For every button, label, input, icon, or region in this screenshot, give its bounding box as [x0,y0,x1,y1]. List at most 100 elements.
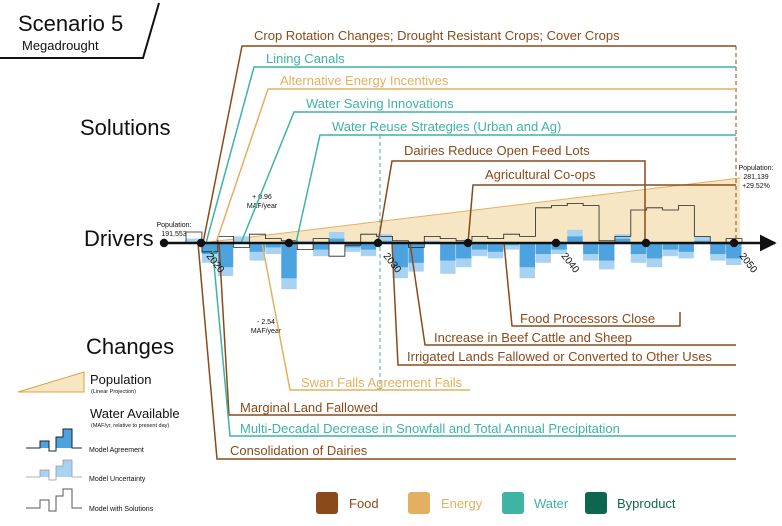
connector-lines [197,45,737,460]
consolidation-connector [197,242,736,460]
lining-canals-connector [205,66,736,244]
food-processors-connector [503,242,681,327]
population-legend-label: Population [90,372,151,387]
population-end-label: Population: [738,165,773,172]
population-start-label: Population: [156,222,191,229]
timeline-node [551,238,561,248]
low-loss-value: - 2.54 [257,319,275,326]
agreement-bar [710,243,726,254]
water-model-solutions-line [185,203,743,257]
energy-legend-label: Energy [441,496,483,511]
year-tick-label: 2040 [559,251,582,276]
water-legend-note: (MAF/yr, relative to present day) [91,423,169,429]
population-start-note: Population: 191,553 [156,222,191,238]
food-legend-label: Food [349,496,379,511]
swan-falls-connector [261,242,470,391]
uncertainty-bar [694,236,710,243]
agreement-bar [440,243,456,261]
change-label: Consolidation of Dairies [230,443,368,458]
solution-labels: Crop Rotation Changes; Drought Resistant… [254,28,620,182]
agreement-bar [646,243,663,259]
agreement-bar [328,238,345,243]
agreement-bar [535,243,551,254]
agreement-bar [726,243,742,259]
change-label: Multi-Decadal Decrease in Snowfall and T… [240,421,620,436]
beef-cattle-connector [409,242,736,346]
water-saving-connector [240,111,736,244]
low-loss-unit: MAF/year [251,328,282,335]
irrigated-lands-connector [391,242,736,366]
agreement-bar [471,243,488,250]
population-legend-note: (Linear Projection) [91,389,136,395]
water-legend-label: Water Available [90,406,180,421]
uncertainty-bar [265,243,281,254]
agreement-bar [662,243,678,250]
change-label: Food Processors Close [520,311,655,326]
agreement-bar [313,243,329,250]
population-legend-swatch [17,371,85,393]
crop-rotation-connector [202,45,736,244]
water-model-agreement-bars [201,236,742,279]
agreement-bar [519,243,535,268]
agreement-bar [392,243,408,268]
scenario-subtitle: Megadrought [22,38,99,53]
timeline-node [196,238,206,248]
agreement-bar [567,236,583,243]
model-solutions-label: Model with Solutions [89,506,154,513]
changes-heading: Changes [86,334,174,359]
marginal-land-connector [218,242,736,416]
agreement-bar [360,243,377,250]
solution-label: Crop Rotation Changes; Drought Resistant… [254,28,620,43]
byproduct-swatch [585,492,607,514]
solution-label: Water Reuse Strategies (Urban and Ag) [332,119,561,134]
agreement-bar [551,243,567,250]
timeline-node [284,238,294,248]
population-end-change: +29.52% [742,183,770,190]
agreement-bar [281,243,297,279]
solution-label: Dairies Reduce Open Feed Lots [404,143,590,158]
dairies-feedlot-connector [377,160,646,244]
water-swatch [502,492,524,514]
model-agreement-label: Model Agreement [89,447,144,454]
population-end-value: 281,139 [743,174,768,181]
agreement-bar [614,238,631,243]
population-start-value: 191,553 [161,231,186,238]
snowfall-connector [211,242,736,437]
water-legend-item-label: Water [534,496,569,511]
uncertainty-bar [328,232,345,243]
peak-gain-value: + 0.96 [252,194,272,201]
timeline-node [463,238,473,248]
timeline-node [373,238,383,248]
uncertainty-bar [233,236,250,243]
timeline-node [159,238,169,248]
model-agreement-swatch [26,428,82,452]
change-labels: Food Processors Close Increase in Beef C… [230,311,712,458]
agreement-bar [678,243,694,252]
scenario-title: Scenario 5 [18,11,123,36]
agreement-bar [201,243,218,254]
agreement-bar [487,243,504,252]
timeline-node [641,238,651,248]
solution-label: Lining Canals [266,51,345,66]
agreement-bar [217,243,234,268]
agreement-bar [630,243,647,254]
solution-label: Agricultural Co-ops [485,167,596,182]
change-label: Swan Falls Agreement Fails [301,375,463,390]
solutions-heading: Solutions [80,115,171,140]
model-solutions-swatch [26,488,82,512]
change-label: Marginal Land Fallowed [240,400,378,415]
byproduct-legend-label: Byproduct [617,496,676,511]
peak-gain-unit: MAF/year [247,203,278,210]
population-end-note: Population: 281,139 +29.52% [738,165,773,190]
solution-label: Water Saving Innovations [306,96,454,111]
co-ops-connector [467,184,736,244]
agreement-bar [599,243,615,261]
water-reuse-connector [295,134,736,244]
uncertainty-bar [376,234,393,243]
title-block: Scenario 5 Megadrought [0,2,160,59]
model-uncertainty-swatch [26,459,82,481]
change-label: Irrigated Lands Fallowed or Converted to… [407,349,712,364]
solution-label: Alternative Energy Incentives [280,73,449,88]
